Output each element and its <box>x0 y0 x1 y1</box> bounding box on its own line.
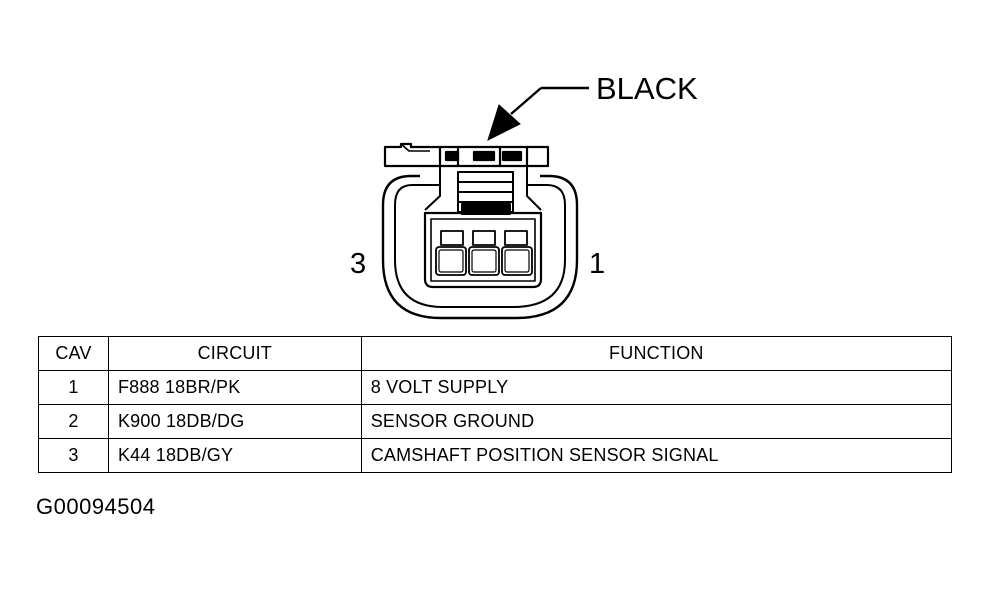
cell-circuit: F888 18BR/PK <box>107 370 362 405</box>
table-row: 1 F888 18BR/PK 8 VOLT SUPPLY <box>38 370 953 405</box>
callout-arrow <box>487 86 589 141</box>
cavity-2 <box>472 230 496 246</box>
pinout-table: CAV CIRCUIT FUNCTION 1 F888 18BR/PK 8 VO… <box>38 336 953 473</box>
connector-body <box>381 142 579 320</box>
figure-id: G00094504 <box>36 494 156 519</box>
cell-cav: 1 <box>38 370 109 405</box>
connector-color-label: BLACK <box>596 71 698 106</box>
cell-circuit: K44 18DB/GY <box>107 438 362 473</box>
header-circuit: CIRCUIT <box>107 336 362 371</box>
cell-function: SENSOR GROUND <box>360 404 953 439</box>
header-cav: CAV <box>38 336 109 371</box>
header-function: FUNCTION <box>360 336 953 371</box>
terminal-lock <box>424 166 542 215</box>
cell-circuit: K900 18DB/DG <box>107 404 362 439</box>
cell-function: 8 VOLT SUPPLY <box>360 370 953 405</box>
pin-label-left: 3 <box>350 248 366 280</box>
terminal-cavities <box>435 230 533 276</box>
table-row: 3 K44 18DB/GY CAMSHAFT POSITION SENSOR S… <box>38 438 953 473</box>
cavity-3 <box>440 230 464 246</box>
cell-cav: 2 <box>38 404 109 439</box>
connector-inner-housing <box>394 184 566 308</box>
connector-latch <box>383 142 550 168</box>
cavity-1 <box>504 230 528 246</box>
table-row: 2 K900 18DB/DG SENSOR GROUND <box>38 404 953 439</box>
table-header-row: CAV CIRCUIT FUNCTION <box>38 336 953 371</box>
connector-outer-housing <box>381 174 579 320</box>
cell-cav: 3 <box>38 438 109 473</box>
cell-function: CAMSHAFT POSITION SENSOR SIGNAL <box>360 438 953 473</box>
pin-label-right: 1 <box>589 248 605 280</box>
cavity-block <box>423 211 543 289</box>
